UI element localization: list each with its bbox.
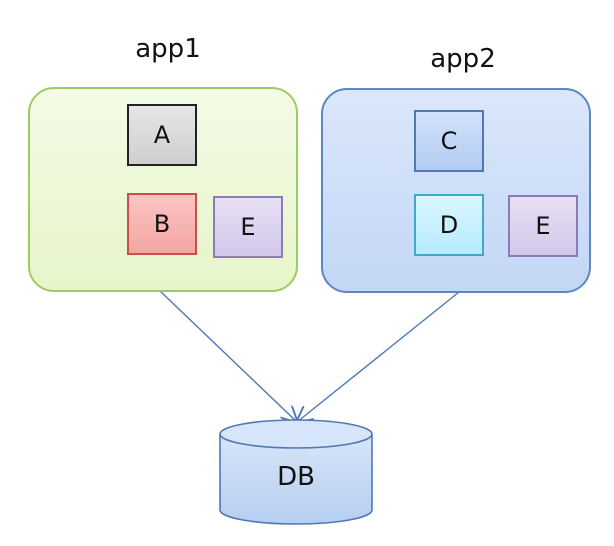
arrow-app2-to-db — [297, 291, 460, 422]
app2-component-d: D — [414, 194, 484, 256]
app1-component-b: B — [127, 193, 197, 255]
app2-component-c: C — [414, 110, 484, 172]
app1-component-e: E — [213, 196, 283, 258]
database-body — [219, 434, 373, 525]
app1-component-a: A — [127, 104, 197, 166]
database-top — [219, 419, 373, 449]
arrow-app1-to-db — [159, 290, 297, 422]
app1-label: app1 — [135, 34, 201, 64]
database-label: DB — [277, 462, 315, 492]
app2-component-e: E — [508, 195, 578, 257]
app2-label: app2 — [430, 44, 496, 74]
